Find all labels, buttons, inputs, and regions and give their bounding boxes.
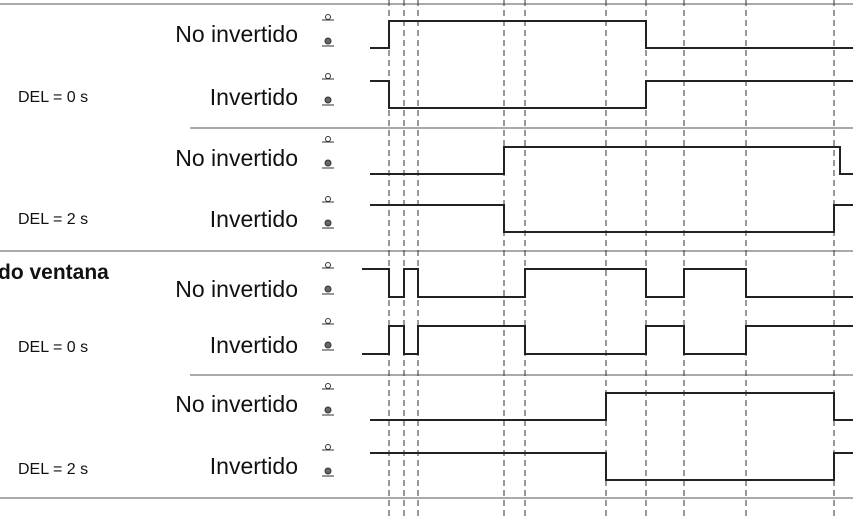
contact-switch-icon [322, 383, 334, 416]
del-label-1: DEL = 0 s [18, 89, 89, 106]
waveform-5 [362, 268, 853, 298]
contact-switch-icon [322, 444, 334, 477]
row-label-4: Invertido [209, 206, 298, 232]
contact-switch-icon [322, 136, 334, 169]
mode-label: do ventana [0, 261, 109, 284]
contact-switch-icon [322, 318, 334, 351]
waveform-8 [370, 452, 853, 481]
waveform-6 [362, 325, 853, 355]
contact-switch-icon [322, 196, 334, 229]
row-label-7: No invertido [175, 391, 298, 417]
waveform-7 [370, 392, 853, 421]
waveform-1 [370, 20, 853, 49]
separators [0, 3, 853, 499]
del-label-3: DEL = 0 s [18, 339, 89, 356]
contact-switch-icon [322, 262, 334, 295]
waveforms [362, 20, 853, 481]
contact-switch-icon [322, 14, 334, 47]
waveform-2 [370, 80, 853, 109]
contact-icons [322, 14, 334, 477]
row-label-6: Invertido [209, 332, 298, 358]
row-label-5: No invertido [175, 276, 298, 302]
waveform-3 [370, 146, 853, 175]
del-label-4: DEL = 2 s [18, 461, 89, 478]
row-label-1: No invertido [175, 21, 298, 47]
contact-switch-icon [322, 73, 334, 106]
time-markers [388, 0, 835, 518]
waveform-4 [370, 204, 853, 233]
row-label-3: No invertido [175, 145, 298, 171]
row-label-2: Invertido [209, 84, 298, 110]
del-label-2: DEL = 2 s [18, 211, 89, 228]
row-label-8: Invertido [209, 453, 298, 479]
